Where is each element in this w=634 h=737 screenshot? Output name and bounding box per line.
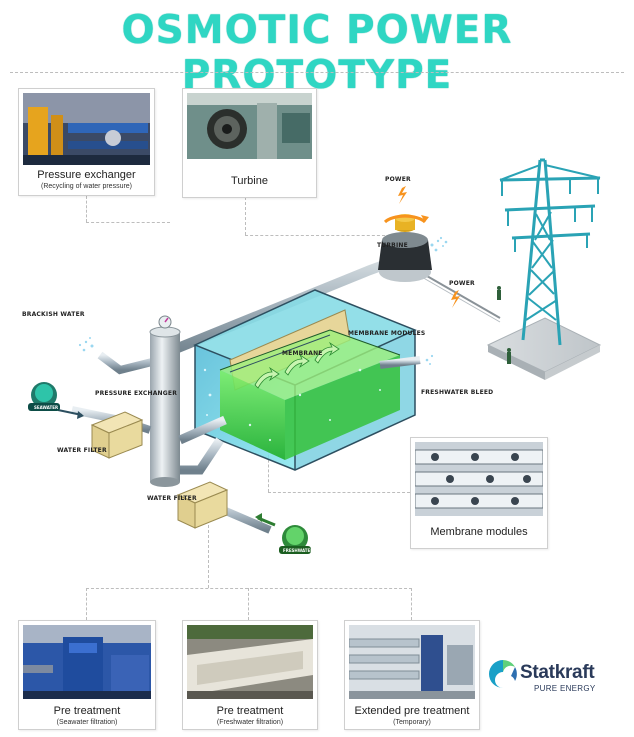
turbine-photo [187,93,312,159]
card-sublabel: (Seawater filtration) [56,719,118,726]
label-pressure-exchanger: PRESSURE EXCHANGER [95,390,178,397]
label-turbine: TURBINE [377,242,408,249]
membrane-tank [193,289,417,471]
pylon-platform [486,317,602,373]
label-freshwater-bleed: FRESHWATER BLEED [421,389,494,396]
membrane-modules-photo [415,442,543,516]
label-membrane: MEMBRANE [282,350,323,357]
freshwater-badge [279,525,311,554]
connector-line [268,492,410,493]
label-water-filter-left: WATER FILTER [57,447,107,454]
freshwater-bleed-pipe [379,356,421,369]
connector-line [411,588,412,620]
power-bolt-icon [451,290,460,308]
card-pre-treatment-freshwater: Pre treatment (Freshwater filtration) [182,620,318,730]
card-sublabel: (Recycling of water pressure) [40,183,133,190]
connector-line [86,588,412,589]
card-membrane-modules: Membrane modules [410,437,548,549]
water-filter-bottom [176,481,229,529]
connector-line [268,440,269,492]
card-label: Turbine [231,175,268,187]
worker-figure [507,352,511,364]
page-title: OSMOTIC POWER PROTOTYPE [121,8,513,98]
statkraft-logo-text: Statkraft [520,662,595,683]
card-label: Pressure exchanger [37,169,136,181]
card-label: Pre treatment [216,705,284,717]
connector-line [245,235,385,236]
label-brackish-water: BRACKISH WATER [22,311,85,318]
worker-figure [497,290,501,300]
card-label: Membrane modules [430,526,528,538]
water-filter-left [90,411,144,459]
card-pressure-exchanger: Pressure exchanger (Recycling of water p… [18,88,155,196]
card-extended-pre-treatment: Extended pre treatment (Temporary) [344,620,480,730]
label-membrane-modules: MEMBRANE MODULES [348,330,426,337]
brackish-water-pipe [97,351,161,375]
connector-line [208,520,209,588]
turbine-unit [378,214,448,282]
card-sublabel: (Temporary) [393,719,431,726]
water-spray [78,337,94,352]
label-water-filter-bottom: WATER FILTER [147,495,197,502]
power-cable [419,271,501,319]
transmission-tower [499,158,601,346]
card-label: Extended pre treatment [354,705,470,717]
pressure-exchanger-photo [23,93,150,165]
extended-pre-treatment-photo [349,625,475,699]
card-pre-treatment-seawater: Pre treatment (Seawater filtration) [18,620,156,730]
pressure-exchanger-cylinder [149,315,181,487]
connector-line [248,588,249,620]
card-label: Pre treatment [53,705,121,717]
water-spray [430,236,448,252]
statkraft-tagline: PURE ENERGY [534,684,596,693]
label-seawater: SEAWATER [34,405,59,410]
label-power-line: POWER [449,280,475,287]
connector-line [86,196,87,222]
seawater-badge [28,382,60,411]
connector-line [86,222,170,223]
freshwater-filtration-photo [187,625,313,699]
power-bolt-icon [398,186,407,204]
title-divider [10,72,624,73]
insulators [501,178,599,252]
statkraft-logo-icon [489,660,517,688]
label-power-top: POWER [385,176,411,183]
card-turbine: Turbine [182,88,317,198]
connector-line [86,588,87,620]
connector-line [245,197,246,235]
label-freshwater: FRESHWATER [283,548,314,553]
seawater-filtration-photo [23,625,151,699]
card-sublabel: (Freshwater filtration) [216,719,284,726]
